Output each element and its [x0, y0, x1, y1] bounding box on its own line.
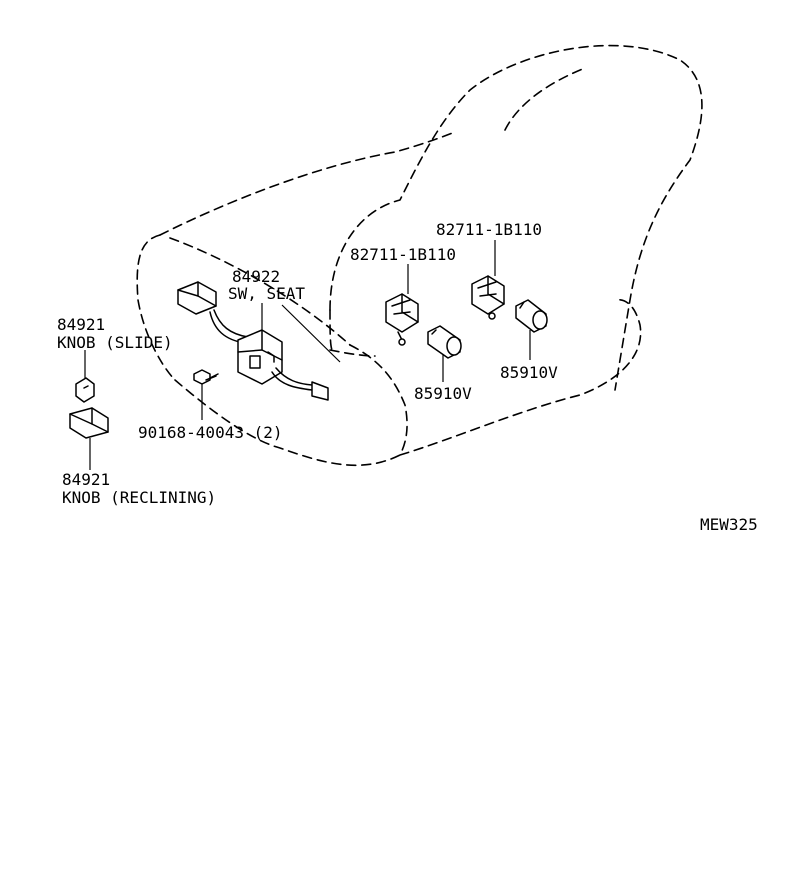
knob-slide	[75, 350, 95, 403]
knob-slide-name-label: KNOB (SLIDE)	[57, 333, 173, 352]
screw	[193, 369, 219, 420]
knob-slide-part-no-label: 84921	[57, 315, 105, 334]
socket-left	[427, 325, 462, 382]
switch-mount-leader	[281, 304, 341, 363]
clip-left-part-no-label: 82711-1B110	[350, 245, 456, 264]
seat-outline	[136, 44, 703, 466]
seat-switch	[177, 281, 329, 401]
clip-right	[471, 240, 505, 320]
clip-left	[385, 264, 419, 346]
knob-recline-name-label: KNOB (RECLINING)	[62, 488, 216, 507]
switch-part-no-label: 84922	[232, 267, 280, 286]
screw-part-no-label: 90168-40043 (2)	[138, 423, 283, 442]
clip-right-part-no-label: 82711-1B110	[436, 220, 542, 239]
figure-code-label: MEW325	[700, 515, 758, 534]
knob-reclining	[69, 407, 109, 470]
switch-name-label: SW, SEAT	[228, 284, 305, 303]
socket-right-part-no-label: 85910V	[500, 363, 558, 382]
knob-recline-part-no-label: 84921	[62, 470, 110, 489]
socket-right	[515, 299, 548, 360]
socket-left-part-no-label: 85910V	[414, 384, 472, 403]
